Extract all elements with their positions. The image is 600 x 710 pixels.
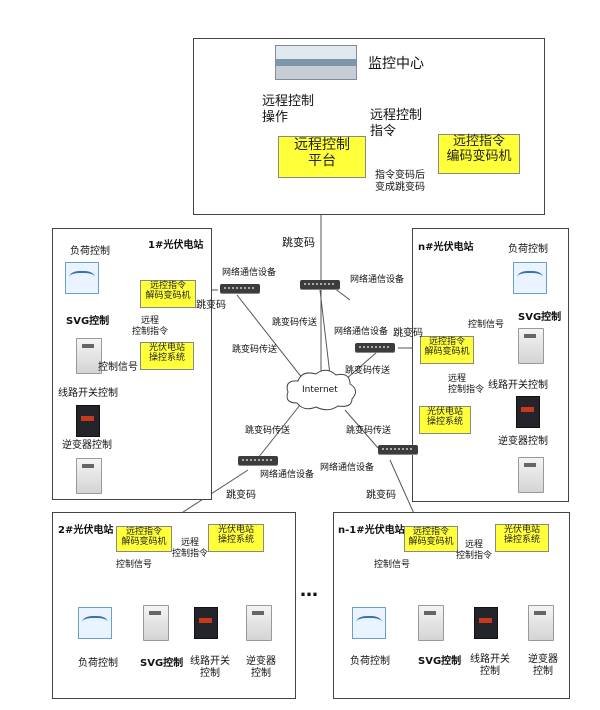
sn1-svg-icon	[418, 605, 444, 641]
encoder-box: 远控指令编码变码机	[438, 134, 520, 174]
sn1-pv-system: 光伏电站操控系统	[495, 524, 549, 552]
sn1-svg-label: SVG控制	[418, 656, 462, 667]
sn1-control-signal: 控制信号	[374, 560, 411, 570]
s2-load-label: 负荷控制	[78, 658, 118, 669]
cloud-icon	[286, 369, 356, 411]
sn-line-label: 线路开关控制	[488, 380, 548, 391]
sn-inverter-icon	[518, 457, 544, 493]
sn1-jump-code: 跳变码	[366, 490, 396, 501]
sn-inverter-label: 逆变器控制	[498, 436, 548, 447]
sn1-decoder: 远控指令解码变码机	[404, 526, 458, 552]
s2-svg-label: SVG控制	[140, 658, 184, 669]
sn-pv-system: 光伏电站操控系统	[419, 406, 471, 434]
network-switch-icon	[220, 284, 260, 293]
net-device-3: 网络通信设备	[334, 327, 389, 337]
remote-control-platform: 远程控制平台	[278, 136, 366, 178]
s1-line-label: 线路开关控制	[58, 388, 118, 399]
center-link-label: 跳变码	[282, 236, 315, 249]
station-2-title: 2#光伏电站	[58, 525, 114, 536]
s2-pv-system: 光伏电站操控系统	[208, 524, 264, 552]
jump-transfer-4: 跳变码传送	[245, 426, 291, 436]
s1-inverter-label: 逆变器控制	[62, 440, 112, 451]
s2-svg-icon	[143, 605, 169, 641]
station-1-title: 1#光伏电站	[148, 240, 204, 251]
sn-remote-cmd: 远程控制指令	[448, 374, 485, 395]
s2-line-label: 线路开关控制	[190, 656, 230, 679]
sn1-line-label: 线路开关控制	[470, 654, 510, 677]
s2-load-icon	[78, 607, 112, 639]
control-center-title: 监控中心	[368, 56, 424, 72]
network-switch-icon	[238, 456, 278, 465]
sn-svg-label: SVG控制	[518, 312, 562, 323]
s1-svg-label: SVG控制	[66, 316, 110, 327]
sn1-load-label: 负荷控制	[350, 656, 390, 667]
sn-decoder: 远控指令解码变码机	[420, 336, 474, 364]
remote-op-label: 远程控制操作	[262, 94, 315, 126]
sn-load-label: 负荷控制	[508, 244, 548, 255]
net-device-2: 网络通信设备	[350, 275, 405, 285]
jump-transfer-2: 跳变码传送	[232, 345, 278, 355]
return-label: 指令变码后变成跳变码	[375, 170, 425, 193]
network-switch-icon	[355, 343, 395, 352]
sn-jump-code: 跳变码	[393, 328, 423, 339]
s2-decoder: 远控指令解码变码机	[116, 526, 172, 552]
internet-label: Internet	[302, 385, 338, 395]
s2-inverter-icon	[246, 605, 272, 641]
s1-control-signal: 控制信号	[98, 362, 138, 373]
sn-svg-icon	[518, 328, 544, 364]
jump-transfer-5: 跳变码传送	[346, 426, 392, 436]
s1-jump-code: 跳变码	[196, 300, 226, 311]
s1-svg-icon	[76, 338, 102, 374]
sn1-breaker-icon	[474, 607, 498, 639]
s2-control-signal: 控制信号	[116, 560, 153, 570]
control-center-panel	[193, 38, 545, 215]
sn-control-signal: 控制信号	[468, 320, 505, 330]
sn1-load-icon	[352, 607, 386, 639]
s1-remote-cmd: 远程控制指令	[132, 316, 169, 337]
s1-inverter-icon	[76, 458, 102, 494]
sn-load-icon	[513, 262, 547, 294]
command-label: 远程控制指令	[370, 108, 423, 140]
sn1-inverter-label: 逆变器控制	[528, 654, 558, 677]
network-switch-icon	[378, 445, 418, 454]
s1-breaker-icon	[76, 405, 100, 437]
ellipsis: …	[300, 580, 318, 601]
s2-breaker-icon	[194, 607, 218, 639]
s1-pv-system: 光伏电站操控系统	[140, 342, 194, 370]
sn-breaker-icon	[516, 396, 540, 428]
network-switch-icon	[300, 280, 340, 289]
station-n-title: n#光伏电站	[418, 242, 474, 253]
s2-remote-cmd: 远程控制指令	[172, 538, 209, 559]
s1-load-icon	[65, 262, 99, 294]
s2-inverter-label: 逆变器控制	[246, 656, 276, 679]
s1-decoder: 远控指令解码变码机	[140, 280, 196, 308]
net-device-5: 网络通信设备	[320, 463, 375, 473]
sn1-inverter-icon	[528, 605, 554, 641]
net-device-4: 网络通信设备	[260, 470, 315, 480]
jump-transfer-1: 跳变码传送	[272, 318, 318, 328]
s1-load-label: 负荷控制	[70, 246, 110, 257]
s2-jump-code: 跳变码	[226, 490, 256, 501]
monitor-room-icon	[275, 45, 357, 80]
jump-transfer-3: 跳变码传送	[345, 366, 391, 376]
station-n1-title: n-1#光伏电站	[338, 525, 405, 536]
net-device-1: 网络通信设备	[222, 268, 277, 278]
sn1-remote-cmd: 远程控制指令	[456, 540, 493, 561]
